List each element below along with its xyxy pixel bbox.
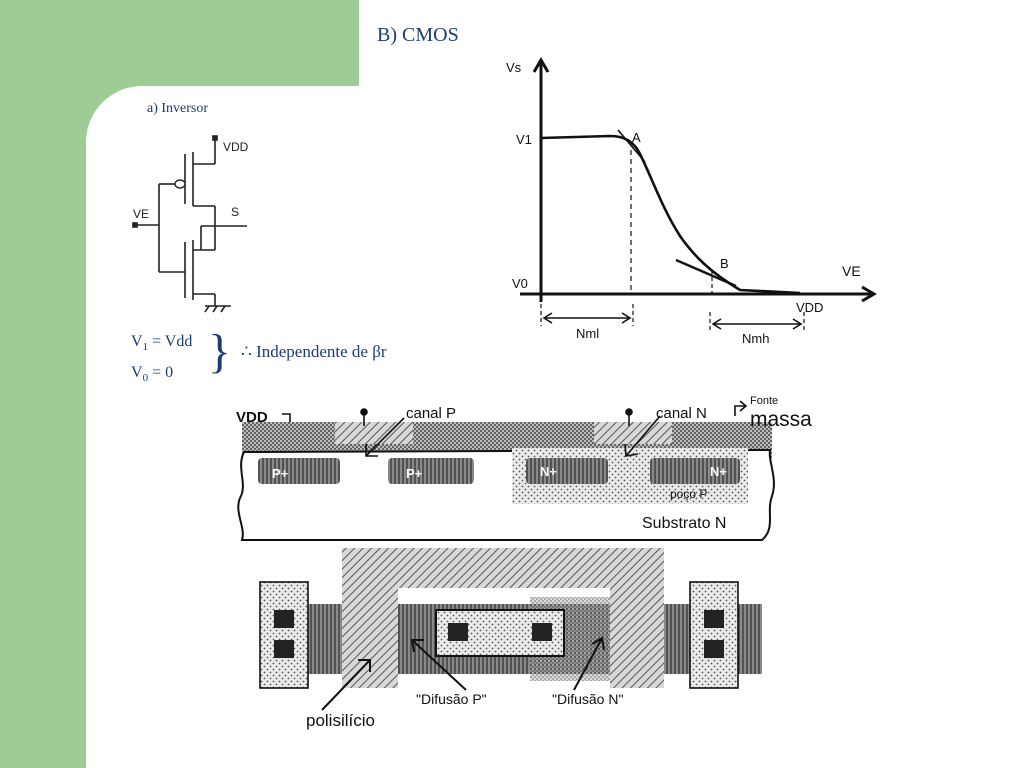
- cmos-device-illustration: VDD canal P canal N Fonte massa P+ P+ N+…: [236, 395, 812, 730]
- gate-n-poly: [594, 422, 672, 444]
- white-top-panel: [359, 0, 1024, 90]
- p-plus-drain: [388, 458, 474, 484]
- n-plus-drain: [526, 458, 608, 484]
- gate-p-poly: [335, 422, 413, 444]
- contact-squares: [274, 610, 724, 658]
- p-well-label: poço P: [670, 487, 707, 501]
- s-label: S: [231, 205, 239, 219]
- tangent-a: [617, 129, 646, 163]
- ve-label: VE: [133, 207, 149, 221]
- polysilicon-label: polisilício: [306, 711, 375, 730]
- canal-n-label: canal N: [656, 405, 707, 422]
- vdd-terminal-label: VDD: [236, 409, 268, 426]
- section-subheading: a) Inversor: [147, 101, 209, 116]
- poly-right-gate: [610, 548, 664, 688]
- tangent-b: [675, 258, 737, 288]
- point-b-label: B: [720, 256, 729, 271]
- substrate-label: Substrato N: [642, 515, 726, 532]
- n-plus-source-label: N+: [710, 464, 727, 479]
- transfer-curve: [540, 134, 801, 295]
- fonte-label: Fonte: [750, 395, 778, 407]
- conclusion-text: ∴ Independente de βr: [241, 342, 387, 361]
- v0-level-label: V0: [512, 276, 528, 291]
- n-diffusion-label: "Difusão N": [552, 691, 623, 707]
- canal-p-label: canal P: [406, 405, 456, 422]
- cmos-inverter-schematic: VDD VE S: [132, 135, 249, 313]
- p-plus-source: [258, 458, 340, 484]
- equation-v0: V0 = 0: [131, 364, 174, 385]
- vs-axis-label: Vs: [506, 60, 522, 75]
- n-plus-source: [650, 458, 740, 484]
- ve-axis-label: VE: [842, 263, 861, 279]
- v1-level-label: V1: [516, 132, 532, 147]
- n-plus-drain-label: N+: [540, 464, 557, 479]
- equation-v1: V1 = Vdd: [131, 333, 193, 354]
- vdd-contact-pad: [259, 581, 309, 689]
- point-a-label: A: [632, 130, 641, 145]
- equation-brace: }: [208, 325, 232, 378]
- p-plus-source-label: P+: [272, 466, 289, 481]
- transfer-characteristic-plot: Vs V1 V0 A B VE VDD Nml Nmh: [506, 57, 877, 346]
- vdd-label: VDD: [223, 140, 249, 154]
- cross-section: VDD canal P canal N Fonte massa P+ P+ N+…: [236, 395, 812, 541]
- pmos-gate-bubble: [174, 179, 186, 189]
- vdd-axis-label: VDD: [796, 300, 823, 315]
- p-plus-drain-label: P+: [406, 466, 423, 481]
- nmh-label: Nmh: [742, 331, 769, 346]
- p-diffusion-label: "Difusão P": [416, 691, 487, 707]
- layout-top-view: polisilício "Difusão P" "Difusão N": [259, 548, 762, 730]
- massa-label: massa: [750, 408, 812, 431]
- gnd-contact-pad: [689, 581, 739, 689]
- slide-heading: B) CMOS: [377, 24, 459, 46]
- nml-label: Nml: [576, 326, 599, 341]
